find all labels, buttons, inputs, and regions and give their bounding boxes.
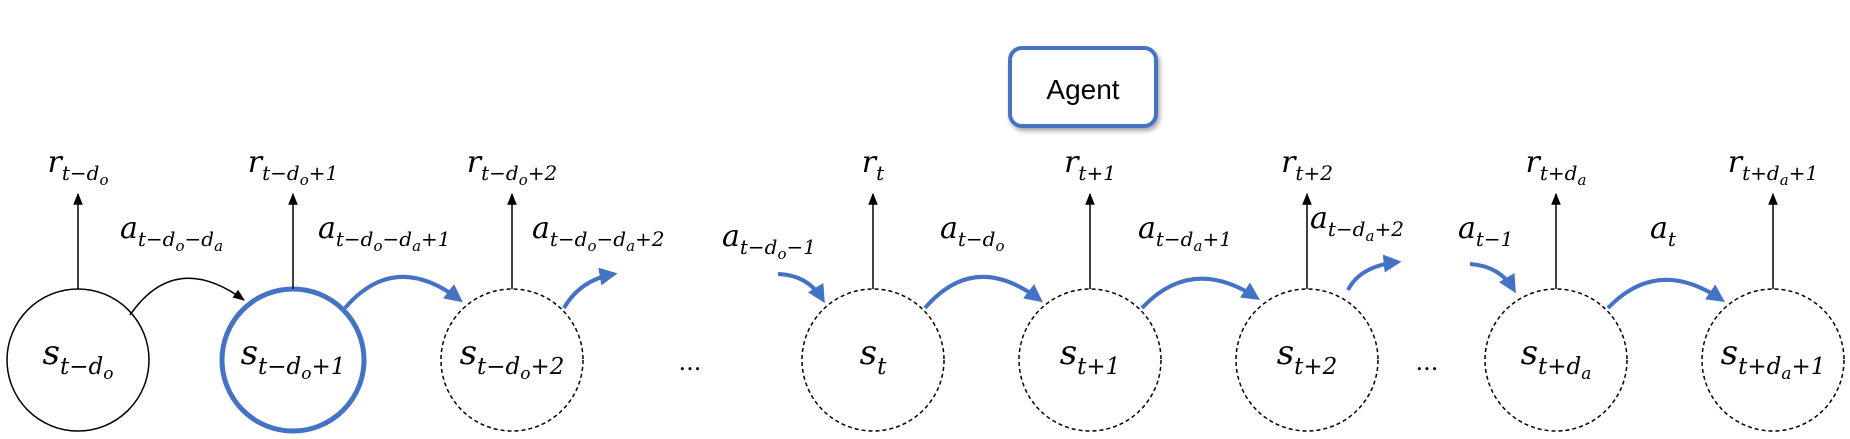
reward-label-0: rt−do — [48, 145, 109, 189]
transition-arrow-2 — [562, 267, 618, 310]
action-label-3: at−do−1 — [722, 219, 816, 263]
transition-arrow-8 — [1606, 278, 1725, 310]
state-label-5: st+2 — [1277, 333, 1338, 380]
transition-arrow-5 — [1140, 276, 1261, 310]
reward-label-6: rt+da — [1526, 145, 1587, 189]
state-label-1: st−do+1 — [241, 333, 346, 384]
transitions — [129, 254, 1725, 316]
agent-box: Agent — [1008, 46, 1158, 128]
action-label-4: at−do — [940, 211, 1005, 255]
state-circle-3 — [801, 288, 945, 432]
states: st−do st−do+1 st−do+2 st st+1 st+2 st+da st+da+… — [6, 286, 1845, 434]
state-label-6: st+da — [1521, 333, 1592, 384]
reward-label-5: rt+2 — [1281, 145, 1333, 185]
rewards: rt−do rt−do+1 rt−do+2 rt rt+1 rt+2 rt+da rt+da+… — [48, 145, 1818, 289]
reward-label-2: rt−do+2 — [467, 145, 557, 189]
state-label-4: st+1 — [1060, 333, 1121, 380]
state-circle-2 — [440, 288, 584, 432]
ellipsis-1: ... — [679, 348, 702, 376]
transition-arrow-7 — [1469, 262, 1516, 294]
transition-arrow-0 — [129, 277, 245, 316]
state-circle-4 — [1018, 288, 1162, 432]
action-label-0: at−do−da — [120, 211, 223, 255]
transition-arrow-6 — [1346, 254, 1402, 291]
action-label-2: at−do−da+2 — [532, 211, 665, 255]
action-label-6: at−da+2 — [1310, 201, 1404, 245]
state-circle-7 — [1701, 288, 1845, 432]
state-circle-5 — [1235, 288, 1379, 432]
transition-arrow-3 — [777, 272, 825, 304]
transition-arrow-4 — [923, 274, 1043, 310]
state-circle-6 — [1484, 288, 1628, 432]
reward-label-1: rt−do+1 — [248, 145, 338, 189]
action-label-5: at−da+1 — [1138, 211, 1232, 255]
transition-arrow-1 — [343, 274, 463, 310]
action-labels: at−do−da at−do−da+1 at−do−da+2 at−do−1 at−do… — [120, 201, 1677, 263]
state-label-0: st−do — [43, 333, 114, 384]
state-label-3: st — [860, 333, 887, 380]
ellipsis-2: ... — [1416, 348, 1439, 376]
state-label-7: st+da+1 — [1721, 333, 1826, 384]
action-label-1: at−do−da+1 — [318, 211, 451, 255]
reward-label-4: rt+1 — [1064, 145, 1116, 185]
state-label-2: st−do+2 — [460, 333, 565, 384]
agent-label: Agent — [1046, 74, 1119, 105]
reward-label-7: rt+da+1 — [1728, 145, 1818, 189]
action-label-7: at−1 — [1458, 211, 1513, 251]
action-label-8: at — [1650, 211, 1677, 251]
reward-label-3: rt — [862, 145, 885, 185]
